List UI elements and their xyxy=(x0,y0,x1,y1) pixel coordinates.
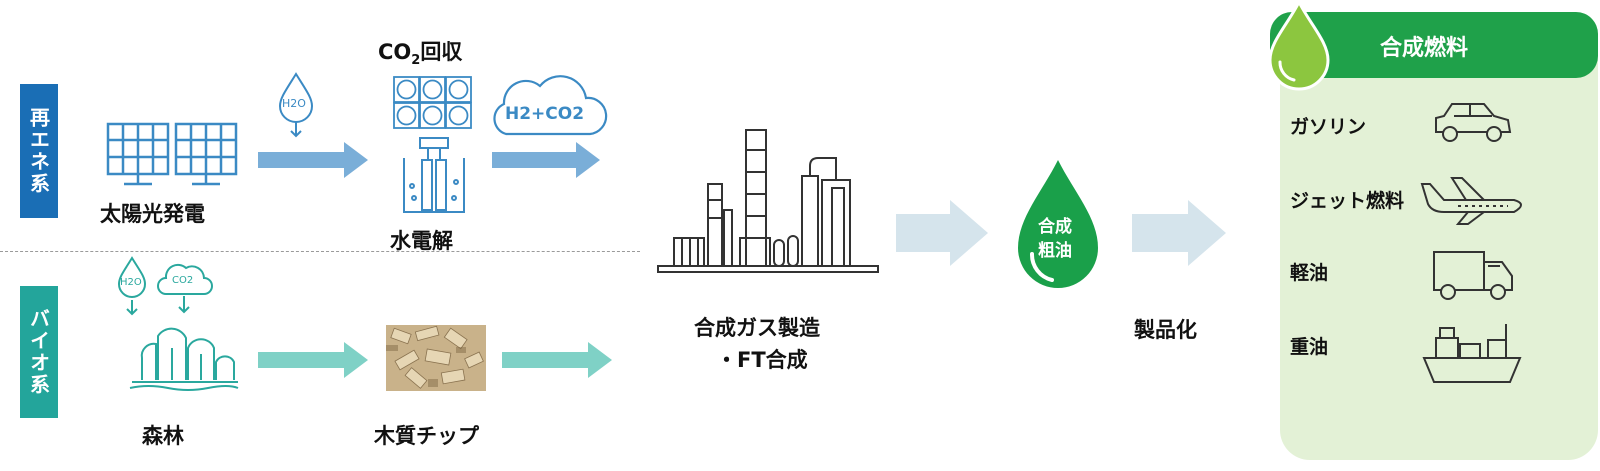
airplane-icon xyxy=(1420,177,1522,225)
electrolysis-label: 水電解 xyxy=(390,229,453,253)
fan-unit-icon xyxy=(393,76,472,129)
arrow-forest-to-chip xyxy=(258,342,368,378)
synthetic-fuel-panel xyxy=(1280,12,1598,460)
synthesis-label-line1: 合成ガス製造 xyxy=(694,316,820,340)
fuel-item-label: 重油 xyxy=(1290,336,1329,358)
co2-capture-sub: 2 xyxy=(411,53,421,69)
co2-capture-prefix: CO xyxy=(378,40,412,64)
truck-icon xyxy=(1433,251,1513,300)
forest-icon xyxy=(129,327,239,391)
factory-icon xyxy=(657,129,879,273)
wood-chip-image xyxy=(386,325,486,391)
forest-h2o-text: H2O xyxy=(120,277,142,288)
fuel-item-label: ガソリン xyxy=(1290,116,1367,138)
water-drop-icon xyxy=(278,72,314,138)
electrolysis-tank-icon xyxy=(403,137,465,213)
water-drop-text: H2O xyxy=(282,97,306,110)
arrow-chip-to-factory xyxy=(502,342,612,378)
crude-oil-drop-icon xyxy=(1018,160,1098,288)
synthetic-fuel-title: 合成燃料 xyxy=(1380,36,1469,61)
crude-label-line2: 粗油 xyxy=(1038,241,1072,261)
cloud-text: H2+CO2 xyxy=(505,104,585,124)
renewable-tag-label: 再エネ系 xyxy=(26,107,51,195)
solar-label: 太陽光発電 xyxy=(100,202,205,226)
arrow-electrolysis-to-cloud xyxy=(492,142,600,178)
co2-capture-label: CO2回収 xyxy=(378,36,462,68)
forest-water-drop-icon xyxy=(117,256,147,316)
arrow-factory-to-crude xyxy=(896,200,988,266)
productization-label: 製品化 xyxy=(1134,318,1197,342)
bio-tag-label: バイオ系 xyxy=(26,308,51,396)
bio-tag: バイオ系 xyxy=(20,286,58,418)
forest-label: 森林 xyxy=(142,424,184,448)
fuel-item-label: 軽油 xyxy=(1290,262,1329,284)
co2-capture-suffix: 回収 xyxy=(420,40,463,64)
cloud-icon xyxy=(493,75,608,136)
wood-chip-label: 木質チップ xyxy=(374,424,479,448)
ship-icon xyxy=(1422,324,1522,383)
renewable-tag: 再エネ系 xyxy=(20,84,58,218)
arrow-crude-to-products xyxy=(1132,200,1226,266)
crude-label-line1: 合成 xyxy=(1038,217,1072,237)
car-icon xyxy=(1435,103,1512,142)
fuel-drop-icon xyxy=(1268,0,1330,91)
synthesis-label-line2: ・FT合成 xyxy=(716,348,808,372)
arrow-solar-to-electrolysis xyxy=(258,142,368,178)
fuel-item-label: ジェット燃料 xyxy=(1290,190,1405,212)
solar-panel-icon xyxy=(106,122,238,186)
forest-co2-text: CO2 xyxy=(172,275,194,286)
forest-co2-cloud-icon xyxy=(157,263,213,314)
section-divider xyxy=(0,251,640,252)
